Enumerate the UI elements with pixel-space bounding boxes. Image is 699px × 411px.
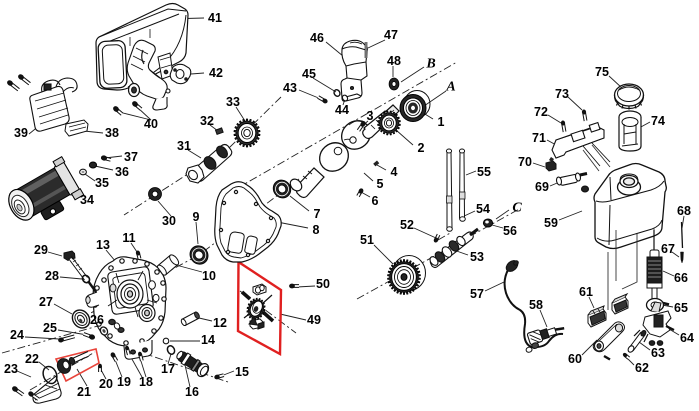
svg-text:41: 41 (208, 11, 222, 25)
svg-text:66: 66 (674, 271, 688, 285)
svg-text:44: 44 (335, 103, 349, 117)
svg-text:14: 14 (201, 333, 215, 347)
svg-text:29: 29 (34, 243, 48, 257)
svg-text:33: 33 (226, 95, 240, 109)
svg-text:6: 6 (372, 194, 379, 208)
svg-text:55: 55 (477, 165, 491, 179)
svg-text:15: 15 (235, 365, 249, 379)
svg-text:45: 45 (302, 67, 316, 81)
svg-text:64: 64 (680, 331, 694, 345)
svg-text:39: 39 (14, 126, 28, 140)
svg-text:A: A (445, 80, 455, 95)
svg-text:58: 58 (529, 298, 543, 312)
svg-text:67: 67 (661, 242, 675, 256)
svg-text:75: 75 (595, 65, 609, 79)
svg-text:36: 36 (115, 165, 129, 179)
svg-text:2: 2 (418, 141, 425, 155)
svg-text:7: 7 (314, 207, 321, 221)
svg-text:62: 62 (635, 361, 649, 375)
svg-text:68: 68 (677, 204, 691, 218)
svg-text:38: 38 (105, 126, 119, 140)
svg-text:60: 60 (568, 352, 582, 366)
svg-text:30: 30 (162, 214, 176, 228)
svg-text:37: 37 (124, 150, 138, 164)
svg-text:C: C (512, 201, 522, 216)
svg-text:5: 5 (377, 177, 384, 191)
svg-text:35: 35 (95, 176, 109, 190)
svg-text:54: 54 (476, 202, 490, 216)
svg-text:51: 51 (360, 233, 374, 247)
svg-text:11: 11 (122, 231, 135, 245)
svg-text:47: 47 (384, 28, 398, 42)
svg-text:56: 56 (503, 224, 517, 238)
svg-text:71: 71 (532, 131, 546, 145)
svg-text:59: 59 (544, 216, 558, 230)
svg-text:42: 42 (209, 66, 223, 80)
svg-text:57: 57 (470, 287, 484, 301)
svg-text:61: 61 (579, 285, 593, 299)
svg-text:32: 32 (200, 114, 214, 128)
svg-text:24: 24 (10, 328, 24, 342)
svg-text:8: 8 (313, 223, 320, 237)
svg-text:49: 49 (307, 313, 321, 327)
svg-text:73: 73 (555, 87, 569, 101)
svg-text:69: 69 (535, 180, 549, 194)
svg-text:16: 16 (185, 385, 199, 399)
svg-text:3: 3 (367, 109, 374, 123)
svg-text:50: 50 (316, 277, 330, 291)
svg-text:31: 31 (177, 139, 191, 153)
svg-text:25: 25 (43, 321, 57, 335)
svg-text:28: 28 (45, 269, 59, 283)
svg-text:20: 20 (99, 377, 113, 391)
svg-text:26: 26 (90, 313, 104, 327)
svg-text:22: 22 (25, 352, 39, 366)
svg-text:18: 18 (139, 375, 153, 389)
svg-text:12: 12 (213, 316, 227, 330)
svg-text:23: 23 (4, 362, 18, 376)
svg-text:4: 4 (391, 165, 398, 179)
svg-text:9: 9 (193, 210, 200, 224)
svg-text:48: 48 (387, 54, 401, 68)
svg-text:21: 21 (77, 385, 91, 399)
svg-text:13: 13 (96, 238, 110, 252)
svg-text:34: 34 (80, 193, 94, 207)
svg-text:74: 74 (651, 114, 665, 128)
svg-text:53: 53 (470, 250, 484, 264)
svg-text:10: 10 (202, 269, 216, 283)
svg-text:43: 43 (283, 81, 297, 95)
svg-text:46: 46 (310, 31, 324, 45)
svg-text:63: 63 (651, 346, 665, 360)
svg-text:17: 17 (161, 362, 175, 376)
svg-text:70: 70 (518, 155, 532, 169)
svg-text:B: B (425, 57, 435, 72)
svg-text:27: 27 (39, 295, 53, 309)
svg-text:52: 52 (400, 218, 414, 232)
svg-text:40: 40 (144, 117, 158, 131)
svg-text:19: 19 (117, 375, 131, 389)
svg-text:72: 72 (534, 105, 548, 119)
svg-text:65: 65 (674, 301, 688, 315)
svg-text:1: 1 (438, 115, 445, 129)
